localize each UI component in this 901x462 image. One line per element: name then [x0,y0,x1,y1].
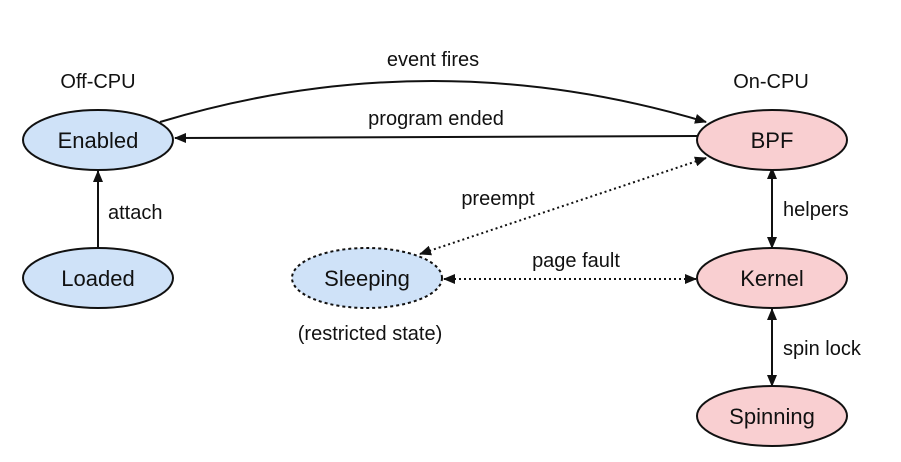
node-label-spinning: Spinning [729,404,815,429]
node-bpf: BPF [696,109,848,171]
node-enabled: Enabled [22,109,174,171]
node-label-loaded: Loaded [61,266,134,291]
sleeping-note: (restricted state) [298,323,442,345]
on-cpu-group-label: On-CPU [733,71,809,93]
edge-preempt [419,156,707,256]
node-sleeping: Sleeping [291,247,443,309]
edge-label-preempt: preempt [461,188,535,210]
edge-program-ended [174,132,698,143]
off-cpu-group-label: Off-CPU [60,71,135,93]
edge-label-event-fires: event fires [387,49,479,71]
node-label-sleeping: Sleeping [324,266,410,291]
node-label-kernel: Kernel [740,266,804,291]
edge-label-page-fault: page fault [532,250,620,272]
node-kernel: Kernel [696,247,848,309]
edge-label-attach: attach [108,202,162,224]
node-label-enabled: Enabled [58,128,139,153]
node-loaded: Loaded [22,247,174,309]
node-label-bpf: BPF [751,128,794,153]
edge-label-program-ended: program ended [368,108,504,130]
node-spinning: Spinning [696,385,848,447]
edge-event-fires [159,80,707,124]
edge-label-spin-lock: spin lock [783,338,862,360]
edge-label-helpers: helpers [783,199,849,221]
